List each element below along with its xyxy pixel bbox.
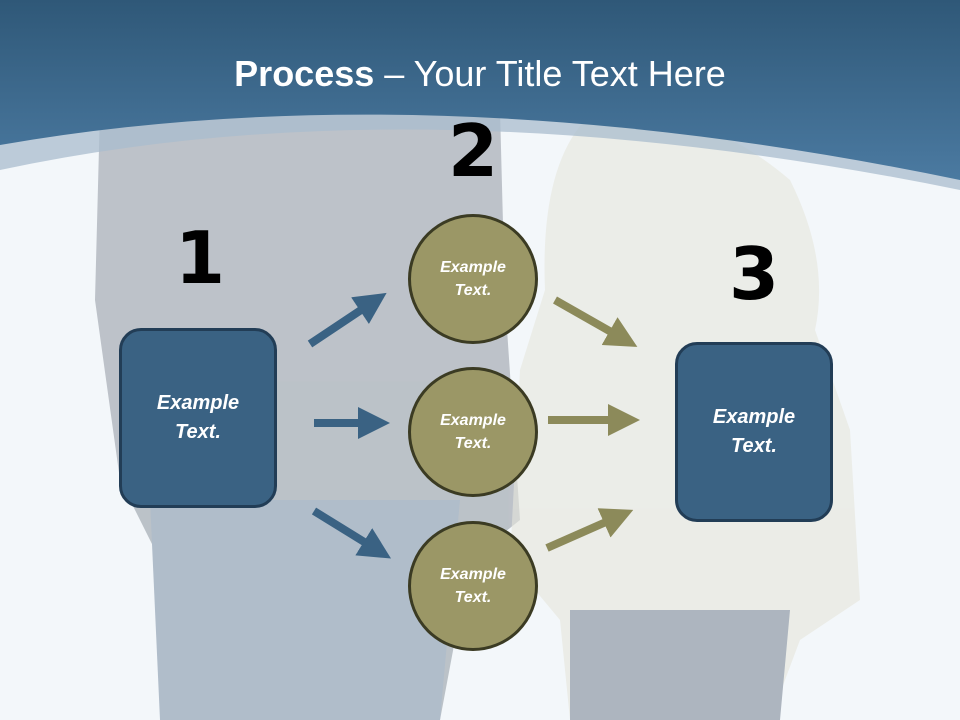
arrow-box-to-circle-bottom (311, 507, 392, 559)
left-box-line-1: Example (156, 392, 240, 414)
circle-bottom-line-2: Text. (454, 589, 492, 606)
step-number-2: 2 (447, 109, 499, 193)
slide-title: Process – Your Title Text Here (0, 52, 960, 96)
right-box-line-2: Text. (731, 435, 777, 457)
left-box-line-2: Text. (175, 421, 221, 443)
circle-top-line-2: Text. (454, 282, 492, 299)
left-process-box: Example Text. (119, 328, 277, 508)
arrow-circle-bottom-to-box (545, 508, 634, 552)
right-box-line-1: Example (712, 406, 796, 428)
circle-middle-line-2: Text. (454, 435, 492, 452)
circle-middle-line-1: Example (440, 412, 506, 429)
step-number-3: 3 (728, 232, 780, 316)
title-text: Your Title Text Here (413, 53, 726, 94)
arrow-box-to-circle-top (307, 292, 387, 348)
right-process-box: Example Text. (675, 342, 833, 522)
step-number-1: 1 (174, 216, 226, 300)
title-dash: – (374, 53, 414, 94)
circle-top: Example Text. (408, 214, 538, 344)
header-wave (0, 0, 960, 180)
circle-bottom-line-1: Example (440, 566, 506, 583)
circle-bottom: Example Text. (408, 521, 538, 651)
arrow-circle-top-to-box (553, 296, 638, 347)
title-bold-part: Process (234, 53, 375, 94)
circle-middle: Example Text. (408, 367, 538, 497)
circle-top-line-1: Example (440, 259, 506, 276)
